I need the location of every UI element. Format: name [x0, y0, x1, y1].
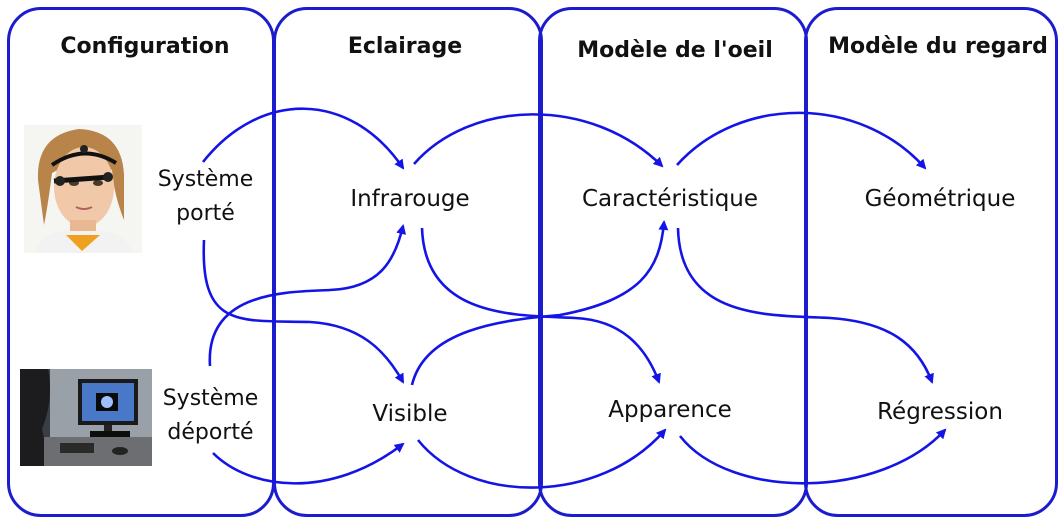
- systeme-deporte-line2: déporté: [167, 420, 254, 445]
- node-regression: Régression: [877, 399, 1003, 425]
- arrow-caracteristique-to-regression: [676, 227, 934, 384]
- systeme-porte-line2: porté: [176, 201, 235, 226]
- column-header-eclairage: Eclairage: [347, 34, 463, 59]
- arrow-deporte-to-infrarouge: [208, 224, 407, 367]
- arrow-porte-to-infrarouge: [201, 107, 405, 170]
- node-infrarouge: Infrarouge: [350, 186, 470, 212]
- arrow-infrarouge-to-caracteristique: [413, 113, 664, 168]
- node-apparence: Apparence: [608, 397, 732, 423]
- systeme-porte-label: Système porté: [143, 163, 268, 231]
- column-header-modele-regard: Modèle du regard: [828, 34, 1048, 59]
- systeme-deporte-line1: Système: [162, 386, 259, 411]
- node-geometrique: Géométrique: [864, 186, 1016, 212]
- arrow-deporte-to-visible: [212, 442, 405, 485]
- arrow-porte-to-visible: [202, 239, 405, 384]
- head-mounted-tracker-photo: [24, 125, 142, 253]
- arrow-apparence-to-regression: [678, 428, 947, 485]
- systeme-porte-line1: Système: [157, 167, 254, 192]
- arrow-caracteristique-to-geometrique: [676, 111, 927, 170]
- systeme-deporte-label: Système déporté: [148, 382, 273, 450]
- arrow-visible-to-caracteristique: [410, 220, 669, 386]
- column-frame-modele-regard: [804, 7, 1058, 517]
- column-frame-eclairage: [273, 7, 543, 517]
- arrow-infrarouge-to-apparence: [420, 227, 661, 384]
- node-caracteristique: Caractéristique: [581, 186, 759, 212]
- arrow-visible-to-apparence: [416, 428, 667, 489]
- remote-tracker-photo: [20, 369, 152, 466]
- node-visible: Visible: [372, 401, 448, 427]
- column-header-configuration: Configuration: [60, 34, 230, 59]
- column-header-modele-oeil: Modèle de l'oeil: [577, 38, 773, 63]
